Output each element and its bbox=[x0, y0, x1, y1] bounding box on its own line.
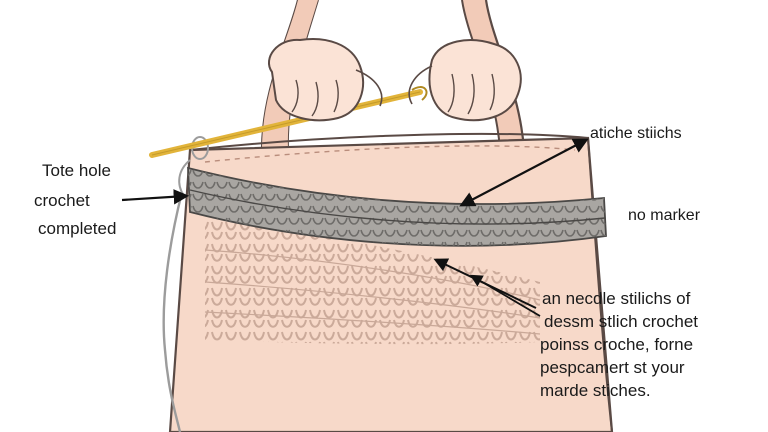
label-tote-hole-3: completed bbox=[38, 219, 117, 238]
note-line-3: poinss croche, forne bbox=[540, 335, 694, 354]
yarn-strand bbox=[162, 191, 184, 432]
arrow-top-right bbox=[459, 138, 589, 207]
label-tote-hole-2: crochet bbox=[34, 191, 90, 210]
note-line-1: an necdle stilichs of bbox=[542, 289, 691, 308]
note-line-4: pespcamert st your bbox=[540, 358, 685, 377]
arrow-tote-hole bbox=[121, 189, 190, 205]
left-hand bbox=[267, 38, 364, 122]
label-mid-right: no marker bbox=[628, 207, 701, 224]
arrow-rows-to-note bbox=[469, 274, 541, 317]
label-top-right: atiche stiichs bbox=[590, 125, 682, 142]
label-tote-hole-1: Tote hole bbox=[42, 161, 111, 180]
note-line-2: dessm stlich crochet bbox=[544, 312, 698, 331]
bag-right-edge bbox=[587, 137, 613, 432]
note-line-5: marde stiches. bbox=[540, 381, 651, 400]
right-hand bbox=[428, 39, 522, 122]
bag-rim bbox=[189, 132, 589, 151]
stitch-rows bbox=[205, 218, 540, 345]
bag-stitch-dashes bbox=[204, 145, 576, 163]
